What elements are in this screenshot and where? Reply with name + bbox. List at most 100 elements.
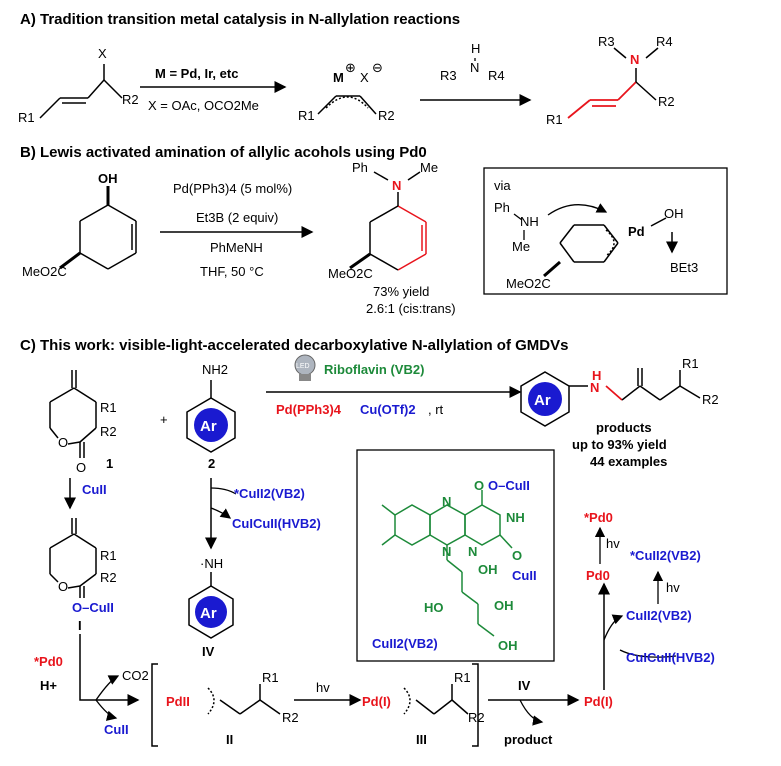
- cu-cycle-in: [619, 649, 677, 658]
- cu-reduced-out: [210, 507, 232, 519]
- ribo-oh-3: OH: [498, 638, 518, 653]
- ribo-o2: O: [512, 548, 522, 563]
- co2-label: CO2: [122, 668, 149, 683]
- cu-catalyst: Cu(OTf)2: [360, 402, 416, 417]
- ts-ph: Ph: [494, 200, 510, 215]
- cu-release-arrow: [95, 699, 118, 721]
- cycle-cu-hvb2: CuICuII(HVB2): [626, 650, 715, 665]
- cu-release-label: CuII: [104, 722, 129, 737]
- ribo-oh-1: OH: [478, 562, 498, 577]
- product-c: Ar: [520, 368, 701, 427]
- intermediate-III: [403, 684, 469, 715]
- ribo-n-bottom: N: [442, 544, 451, 559]
- cond-b-additive: Et3B (2 equiv): [196, 210, 278, 225]
- intermediate-I: [49, 518, 97, 598]
- II-label: II: [226, 732, 233, 747]
- substrate-x: X: [98, 46, 107, 61]
- ribo-ho: HO: [424, 600, 444, 615]
- ts-via: via: [494, 178, 511, 193]
- ribo-carbonyl-o: O: [474, 478, 484, 493]
- section-b-title: B) Lewis activated amination of allylic …: [20, 144, 427, 161]
- product-b-ester: MeO2C: [328, 266, 373, 281]
- product-a-r3: R3: [598, 34, 615, 49]
- rt-label: , rt: [428, 402, 444, 417]
- aminyl-radical-IV: Ar: [188, 572, 234, 639]
- bracket-left: [151, 663, 158, 747]
- aniline-ar: Ar: [200, 418, 217, 435]
- amine-h: H: [471, 41, 480, 56]
- complex-minus: ⊖: [372, 60, 383, 75]
- section-a-title: A) Tradition transition metal catalysis …: [20, 11, 460, 28]
- I-label: I: [78, 618, 82, 633]
- amine-r4: R4: [488, 68, 505, 83]
- product-b-n: N: [392, 178, 401, 193]
- substrate-b-ester: MeO2C: [22, 264, 67, 279]
- I-cu-o: O–CuII: [72, 600, 114, 615]
- I-r2: R2: [100, 570, 117, 585]
- decarboxylation-arrow: [79, 634, 140, 706]
- product-a-n: N: [630, 52, 639, 67]
- product-c-r1: R1: [682, 356, 699, 371]
- ribo-nh: NH: [506, 510, 525, 525]
- transition-state-box: via Ph NH Me Pd OH BEt3 MeO2C: [483, 167, 728, 295]
- plus-sign: +: [160, 412, 168, 427]
- product-b-me: Me: [420, 160, 438, 175]
- leaving-groups: X = OAc, OCO2Me: [148, 98, 259, 113]
- II-r2: R2: [282, 710, 299, 725]
- ts-oh: OH: [664, 206, 684, 221]
- ts-pd: Pd: [628, 224, 645, 239]
- III-label: III: [416, 732, 427, 747]
- complex-r1: R1: [298, 108, 315, 123]
- led-text: LED: [296, 363, 310, 370]
- product-b: [349, 171, 427, 271]
- substrate-r1: R1: [18, 110, 35, 125]
- hv-pd: hv: [606, 536, 620, 551]
- product-release-label: product: [504, 732, 553, 747]
- amine-n: N: [470, 60, 479, 75]
- hv-II-III: hv: [316, 680, 330, 695]
- product-b-ph: Ph: [352, 160, 368, 175]
- allyl-amine-product: [567, 47, 659, 119]
- gmdv-carbonyl-o: O: [76, 460, 86, 475]
- complex-x: X: [360, 70, 369, 85]
- ts-nh: NH: [520, 214, 539, 229]
- complex-metal: M: [333, 70, 344, 85]
- III-r1: R1: [454, 670, 471, 685]
- product-c-yield: up to 93% yield: [572, 437, 667, 452]
- cycle-excited-cu: *CuII2(VB2): [630, 548, 701, 563]
- gmdv-label-1: 1: [106, 456, 113, 471]
- cycle-cu-vb2: CuII2(VB2): [626, 608, 692, 623]
- pdI-cycle: Pd(I): [584, 694, 613, 709]
- excited-cu-label: *CuII2(VB2): [234, 486, 305, 501]
- led-bulb-icon: LED: [294, 354, 316, 381]
- product-c-examples: 44 examples: [590, 454, 667, 469]
- bracket-right: [472, 663, 479, 747]
- I-r1: R1: [100, 548, 117, 563]
- reduced-cu-label: CuICuII(HVB2): [232, 516, 321, 531]
- pi-allyl-complex: [317, 95, 377, 115]
- riboflavin-complex-box: O O–CuII NH N N N O CuII OH OH HO OH CuI…: [356, 449, 555, 662]
- II-r1: R1: [262, 670, 279, 685]
- cycle-pd0: Pd0: [586, 568, 610, 583]
- IV-radical-nh: ·NH: [200, 556, 223, 571]
- ts-ester: MeO2C: [506, 276, 551, 291]
- product-a-r1: R1: [546, 112, 563, 127]
- II-pd: PdII: [166, 694, 190, 709]
- product-a-r2: R2: [658, 94, 675, 109]
- ribo-n-mid: N: [468, 544, 477, 559]
- pd-catalyst: Pd(PPh3)4: [276, 402, 342, 417]
- section-c-title: C) This work: visible-light-accelerated …: [20, 337, 568, 354]
- gmdv-r1: R1: [100, 400, 117, 415]
- substrate-b-oh: OH: [98, 171, 118, 186]
- cond-b-amine: PhMeNH: [210, 240, 263, 255]
- allylic-substrate: [39, 64, 123, 119]
- complex-r2: R2: [378, 108, 395, 123]
- ribo-caption: CuII2(VB2): [372, 636, 438, 651]
- cu-excited-in: [210, 487, 237, 495]
- III-pd: Pd(I): [362, 694, 391, 709]
- cu-activation: CuII: [82, 482, 107, 497]
- product-c-products: products: [596, 420, 652, 435]
- ts-me: Me: [512, 239, 530, 254]
- ts-bet3: BEt3: [670, 260, 698, 275]
